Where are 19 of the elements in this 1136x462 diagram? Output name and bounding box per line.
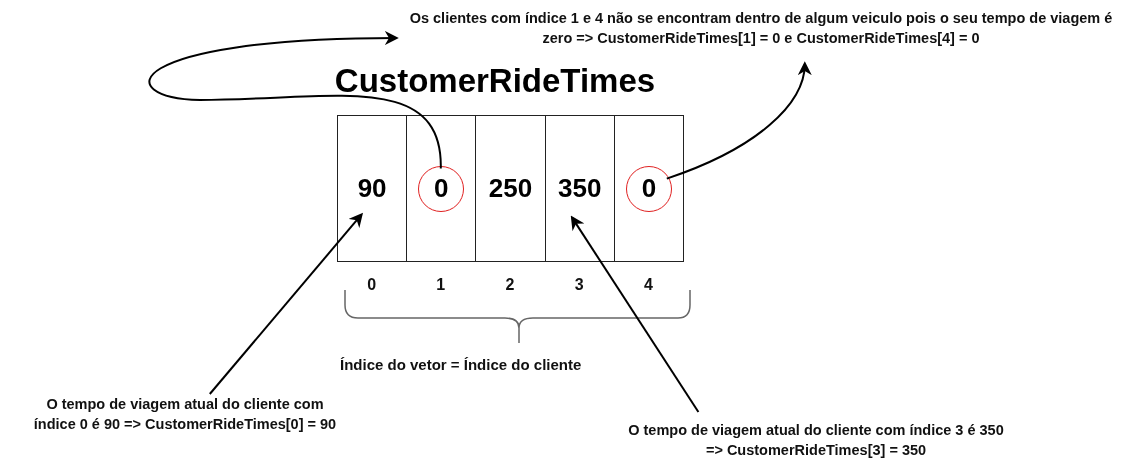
index-label: 4 (642, 276, 654, 294)
index-label: 3 (573, 276, 585, 294)
caption-label: Índice do vetor = Índice do cliente (340, 356, 582, 373)
arrow (665, 61, 811, 180)
array-cell (613, 115, 684, 262)
index-label: 0 (366, 276, 378, 294)
annotation-text: O tempo de viagem atual do cliente com índice 3 é 350 => CustomerRideTimes[3] = 350 (620, 420, 1012, 461)
index-label: 1 (435, 276, 447, 294)
arrow (208, 212, 364, 395)
array-cell (406, 115, 477, 262)
index-label: 2 (504, 276, 516, 294)
annotation-text: Os clientes com índice 1 e 4 não se encontram dentro de algum veiculo pois o seu tempo de viagem é zero => CustomerRideTimes[1] = 0 e CustomerRideTimes[4] = 0 (396, 8, 1126, 49)
array-cell: 250 (475, 115, 546, 262)
array-cell: 90 (337, 115, 408, 262)
annotation-text: O tempo de viagem atual do cliente com índice 0 é 90 => CustomerRideTimes[0] = 90 (30, 394, 340, 435)
arrow (570, 215, 700, 413)
array-cell: 350 (544, 115, 615, 262)
diagram-title: CustomerRideTimes (333, 62, 657, 100)
arrow (148, 31, 442, 170)
